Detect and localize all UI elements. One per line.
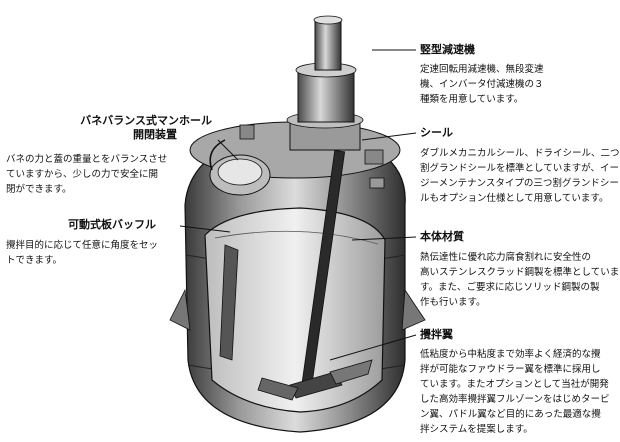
seal-description: ダブルメカニカルシール、ドライシール、二つ 割グランドシールを標準としていますが… <box>420 148 620 204</box>
body-material-description: 熱伝達性に優れ応力腐食割れに安全性の 高いステンレスクラッド鋼製を標準としていま… <box>420 252 620 308</box>
body-material-title: 本体材質 <box>420 230 464 243</box>
support-lugs <box>169 288 426 331</box>
baffle-description: 攪拌目的に応じて任意に角度をセッ トできます。 <box>6 240 159 266</box>
leader-lines <box>179 49 417 361</box>
baffle-plate <box>219 244 239 361</box>
manhole-title: バネバランス式マンホール 開閉装置 <box>80 114 212 141</box>
gearbox-description: 定速回転用減速機、無段変速 機、インバータ付減速機の３ 種類を用意しています。 <box>420 64 544 105</box>
impeller-description: 低粘度から中粘度まで効率よく経済的な攪 拌が可能なファウドラー翼を標準に採用し … <box>420 349 610 435</box>
impeller-blades <box>257 359 373 401</box>
nozzles <box>239 124 385 189</box>
seal-title: シール <box>420 126 453 139</box>
gearbox-title: 竪型減速機 <box>420 43 475 56</box>
impeller-title: 攪拌翼 <box>420 328 453 341</box>
manhole-description: バネの力と蓋の重量とをバランスさせ ていますから、少しの力で安全に開 閉ができま… <box>6 154 168 195</box>
gearbox <box>295 15 357 123</box>
manhole <box>209 139 271 196</box>
baffle-title: 可動式板バッフル <box>68 218 156 231</box>
